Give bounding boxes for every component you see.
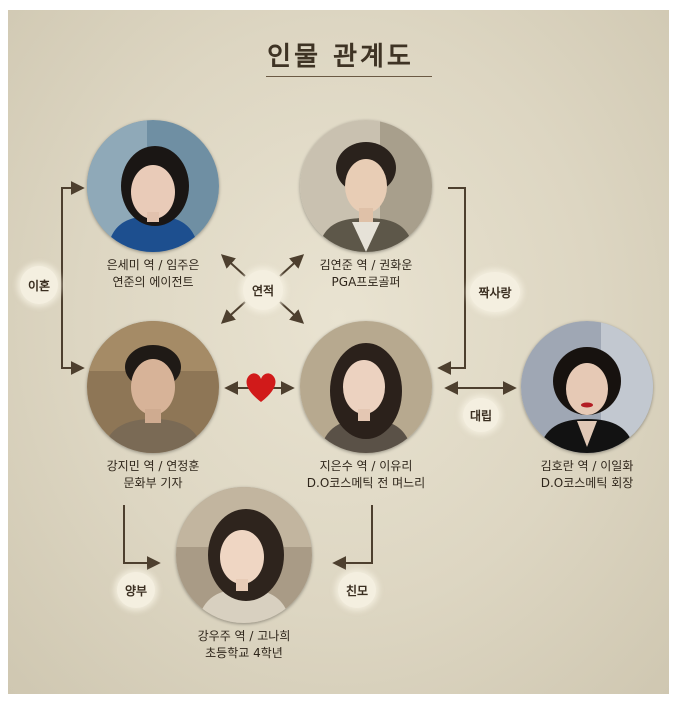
relation-badge-stepfather: 양부 (117, 572, 155, 608)
relation-badge-mother: 친모 (338, 572, 376, 608)
caption-jieunsu: 지은수 역 / 이유리 D.O코스메틱 전 며느리 (281, 458, 451, 492)
rival-arrow-ul (220, 254, 246, 277)
crush-connector (437, 187, 466, 375)
caption-jieunsu-line1: 지은수 역 / 이유리 (319, 459, 413, 473)
caption-kangwooju-line2: 초등학교 4학년 (205, 646, 283, 660)
caption-kangwooju: 강우주 역 / 고나희 초등학교 4학년 (174, 628, 314, 662)
rival-arrow-lr (279, 301, 305, 324)
portrait-eunsemi (87, 120, 219, 252)
caption-kimhoran: 김호란 역 / 이일화 D.O코스메틱 회장 (512, 458, 662, 492)
caption-kangjimin-line1: 강지민 역 / 연정훈 (106, 459, 200, 473)
stepfather-connector (123, 505, 161, 570)
mother-connector (332, 505, 373, 570)
caption-eunsemi-line1: 은세미 역 / 임주은 (106, 258, 200, 272)
portrait-kimhoran (521, 321, 653, 453)
caption-kimyeonjun: 김연준 역 / 권화운 PGA프로골퍼 (296, 257, 436, 291)
caption-kimhoran-line1: 김호란 역 / 이일화 (540, 459, 634, 473)
portrait-kangwooju (176, 487, 312, 623)
rival-arrow-ll (220, 301, 246, 324)
rival-arrow-ur (279, 254, 305, 277)
portrait-kangjimin (87, 321, 219, 453)
caption-kimyeonjun-line1: 김연준 역 / 권화운 (319, 258, 413, 272)
caption-kangjimin-line2: 문화부 기자 (123, 476, 183, 490)
relation-badge-rival: 연적 (243, 270, 283, 310)
caption-kimyeonjun-line2: PGA프로골퍼 (331, 275, 401, 289)
caption-kimhoran-line2: D.O코스메틱 회장 (540, 476, 634, 490)
caption-jieunsu-line2: D.O코스메틱 전 며느리 (306, 476, 426, 490)
caption-eunsemi: 은세미 역 / 임주은 연준의 에이전트 (83, 257, 223, 291)
title-underline (266, 76, 432, 77)
relation-badge-divorce: 이혼 (20, 266, 58, 304)
heart-icon (246, 373, 276, 402)
portrait-kimyeonjun (300, 120, 432, 252)
relation-badge-conflict: 대립 (463, 398, 499, 432)
divorce-connector (61, 181, 85, 375)
caption-kangjimin: 강지민 역 / 연정훈 문화부 기자 (83, 458, 223, 492)
caption-eunsemi-line2: 연준의 에이전트 (112, 275, 194, 289)
relation-badge-crush: 짝사랑 (470, 272, 520, 312)
caption-kangwooju-line1: 강우주 역 / 고나희 (197, 629, 291, 643)
portrait-jieunsu (300, 321, 432, 453)
diagram-title: 인물 관계도 (267, 42, 414, 72)
